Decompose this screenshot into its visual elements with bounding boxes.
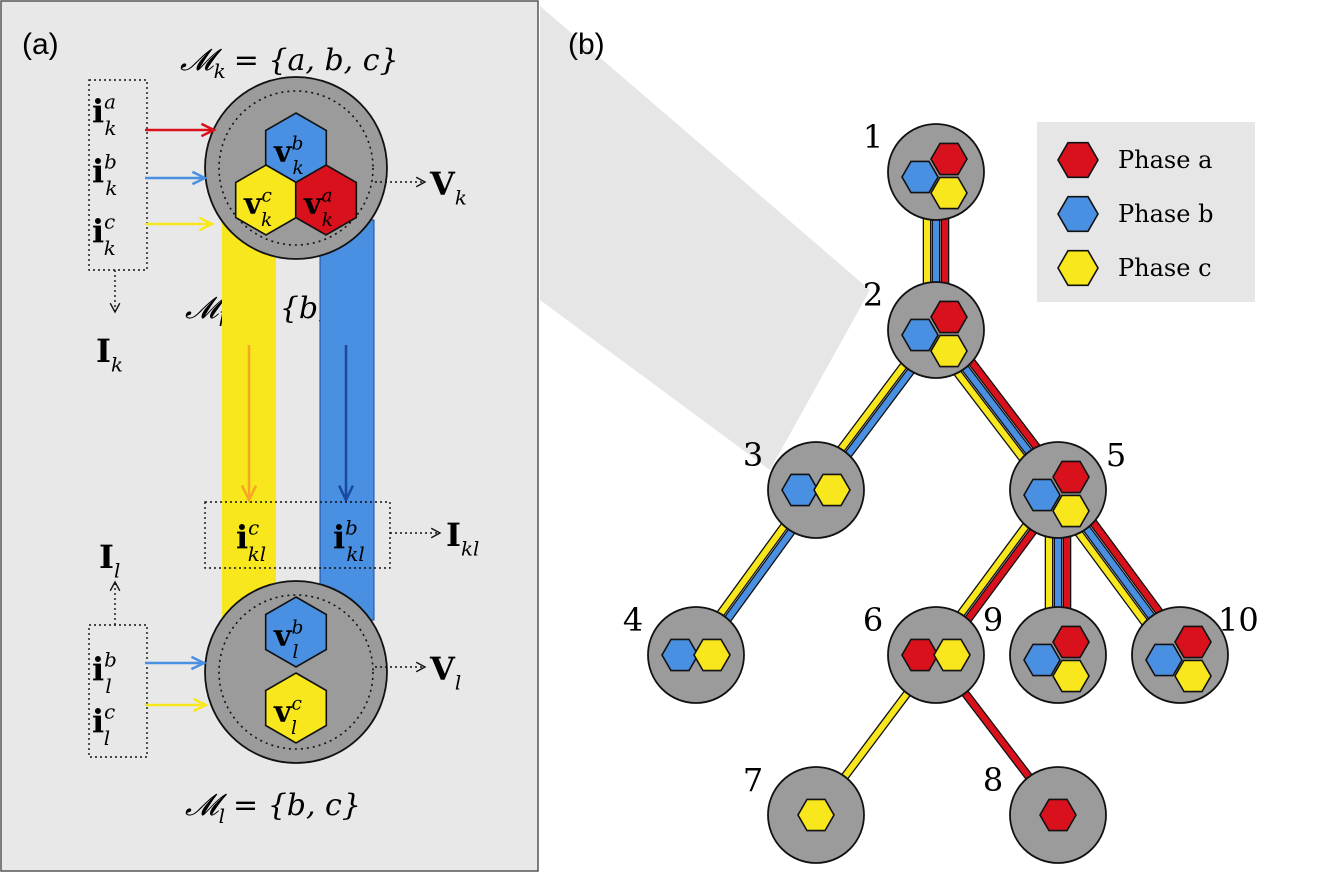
node-k-dotted-ring — [218, 90, 374, 246]
node-9-number: 9 — [983, 601, 1003, 639]
node-6-number: 6 — [863, 601, 883, 639]
node-10-hex-b — [1145, 643, 1183, 677]
node-1-number: 1 — [863, 118, 883, 156]
node-5-hex-c — [1052, 494, 1090, 528]
legend-label-a: Phase a — [1118, 146, 1212, 174]
node-8-hex-a — [1039, 798, 1077, 832]
node-l-hex-b — [264, 596, 328, 668]
V-l-arrow-head — [415, 661, 427, 673]
node-4-number: 4 — [623, 601, 643, 639]
node-7-number: 7 — [743, 761, 763, 799]
i-l-c-arrow-head — [192, 697, 209, 713]
node-10-hex-a — [1174, 625, 1212, 659]
node-8-number: 8 — [983, 761, 1003, 799]
node-5-number: 5 — [1106, 436, 1126, 474]
node-1-hex-c — [930, 176, 968, 210]
i-k-b-arrow-head — [191, 170, 208, 186]
I-kl-label: Ikl — [446, 516, 479, 561]
node-9-hex-b — [1023, 643, 1061, 677]
node-3-hex-b — [781, 473, 819, 507]
I-kl-arrow-head — [430, 527, 442, 539]
node-1-hex-a — [930, 142, 968, 176]
node-4-hex-c — [693, 638, 731, 672]
set-k-label: 𝓜k= {a, b, c} — [180, 43, 399, 83]
panel-a-label: (a) — [22, 28, 59, 61]
node-5-hex-a — [1052, 460, 1090, 494]
node-6-hex-a — [901, 638, 939, 672]
node-3-hex-c — [813, 473, 851, 507]
I-k-label: Ik — [96, 332, 123, 377]
node-9-hex-a — [1052, 625, 1090, 659]
legend-hex-c — [1057, 249, 1099, 287]
panel-b: 1 2 3 4 5 6 7 8 9 10 Phase a Phase b Phase c — [623, 118, 1259, 864]
node-6-hex-c — [933, 638, 971, 672]
I-l-label: Il — [99, 538, 120, 583]
panel-a: 𝓜k= {a, b, c}𝓜kl= {b, c}𝓜l= {b, c}vbkvck… — [88, 43, 479, 828]
set-l-label: 𝓜l= {b, c} — [185, 788, 361, 828]
i-k-a-arrow-head — [200, 122, 217, 138]
node-2-hex-b — [901, 318, 939, 352]
node-2-hex-a — [930, 300, 968, 334]
node-4-hex-b — [661, 638, 699, 672]
node-l-hex-c — [264, 672, 328, 744]
zoom-wedge — [540, 6, 870, 470]
node-3-number: 3 — [743, 436, 763, 474]
V-l-label: Vl — [429, 650, 461, 695]
I-k-arrow-head — [109, 302, 121, 314]
node-7-hex-c — [797, 798, 835, 832]
line-current-b-arrow-head — [337, 485, 355, 503]
legend-label-b: Phase b — [1118, 200, 1213, 228]
node-l — [204, 580, 388, 764]
line-current-c-arrow-head — [240, 485, 258, 503]
I-l-arrow-head — [109, 580, 121, 592]
node-9-hex-c — [1052, 659, 1090, 693]
currents-k-box — [88, 79, 148, 271]
node-10-hex-c — [1174, 659, 1212, 693]
panel-b-label: (b) — [568, 28, 605, 61]
V-k-arrow-head — [415, 176, 427, 188]
legend-hex-a — [1057, 141, 1099, 179]
node-5-hex-b — [1023, 478, 1061, 512]
node-l-dotted-ring — [218, 594, 374, 750]
legend-label-c: Phase c — [1118, 254, 1212, 282]
node-2-hex-c — [930, 334, 968, 368]
node-10-number: 10 — [1218, 601, 1259, 639]
i-l-b-arrow-head — [190, 655, 207, 671]
node-2-number: 2 — [863, 276, 883, 314]
node-k-hex-a — [294, 164, 358, 236]
i-k-c-arrow-head — [198, 216, 215, 232]
node-1-hex-b — [901, 160, 939, 194]
V-k-label: Vk — [429, 165, 467, 210]
legend-hex-b — [1057, 195, 1099, 233]
